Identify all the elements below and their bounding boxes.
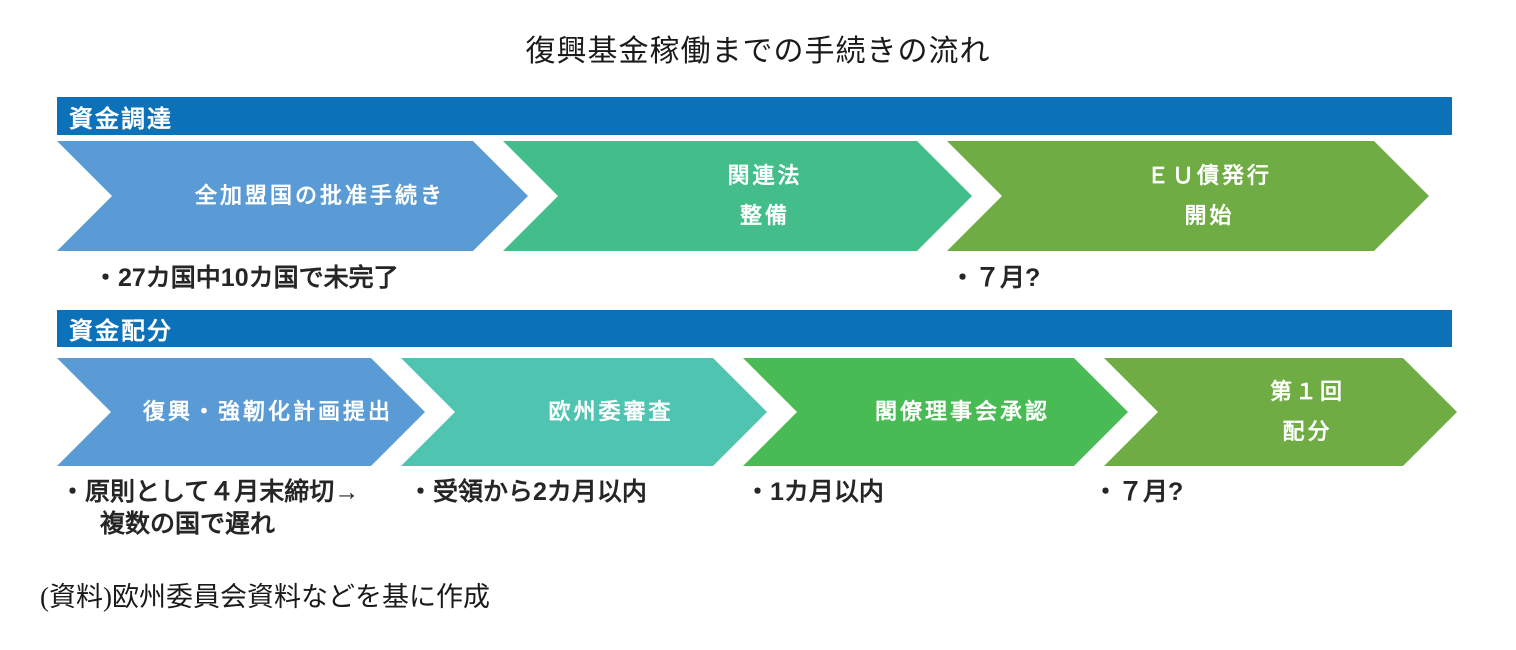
source-note: (資料)欧州委員会資料などを基に作成 [40,582,490,612]
note-one-month: ・1カ月以内 [745,476,884,508]
page-title: 復興基金稼働までの手続きの流れ [525,35,991,68]
step-arrow-eu-bond-issue [947,141,1429,251]
step-arrow-plan-submission [57,358,425,466]
note-line: ・27カ国中10カ国で未完了 [93,264,399,292]
note-line: ・７月? [950,264,1041,292]
note-july-row1: ・７月? [950,262,1040,294]
note-line: ・1カ月以内 [745,478,884,506]
note-july-row2: ・７月? [1093,476,1183,508]
note-line: ・７月? [1093,478,1184,506]
step-arrow-ratification [57,141,528,251]
process-row-allocation [57,358,1457,466]
step-arrow-first-allocation [1104,358,1457,466]
note-line: 複数の国で遅れ [100,510,276,538]
process-row-fundraising [57,141,1429,251]
note-two-months: ・受領から2カ月以内 [408,476,647,508]
note-line: ・受領から2カ月以内 [408,478,647,506]
note-line: ・原則として４月末締切→ [60,478,360,506]
section-header-label: 資金調達 [69,105,173,133]
step-arrow-related-laws [503,141,972,251]
note-deadline: ・原則として４月末締切→ 複数の国で遅れ [60,476,359,540]
section-header-allocation: 資金配分 [57,310,1452,347]
step-arrow-council-approval [743,358,1128,466]
note-ratification-status: ・27カ国中10カ国で未完了 [93,262,399,294]
section-header-fundraising: 資金調達 [57,97,1452,135]
section-header-label: 資金配分 [69,318,173,345]
step-arrow-commission-review [401,358,767,466]
